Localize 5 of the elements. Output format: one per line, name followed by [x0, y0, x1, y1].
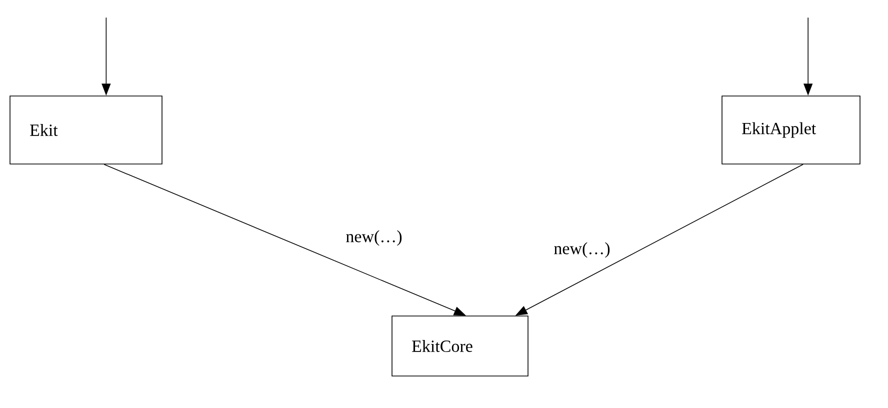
class-box: EkitApplet: [722, 96, 860, 164]
edge-label: new(…): [346, 230, 402, 246]
class-box: EkitCore: [392, 316, 528, 376]
class-box: Ekit: [10, 96, 162, 164]
edge-label: new(…): [554, 242, 610, 258]
